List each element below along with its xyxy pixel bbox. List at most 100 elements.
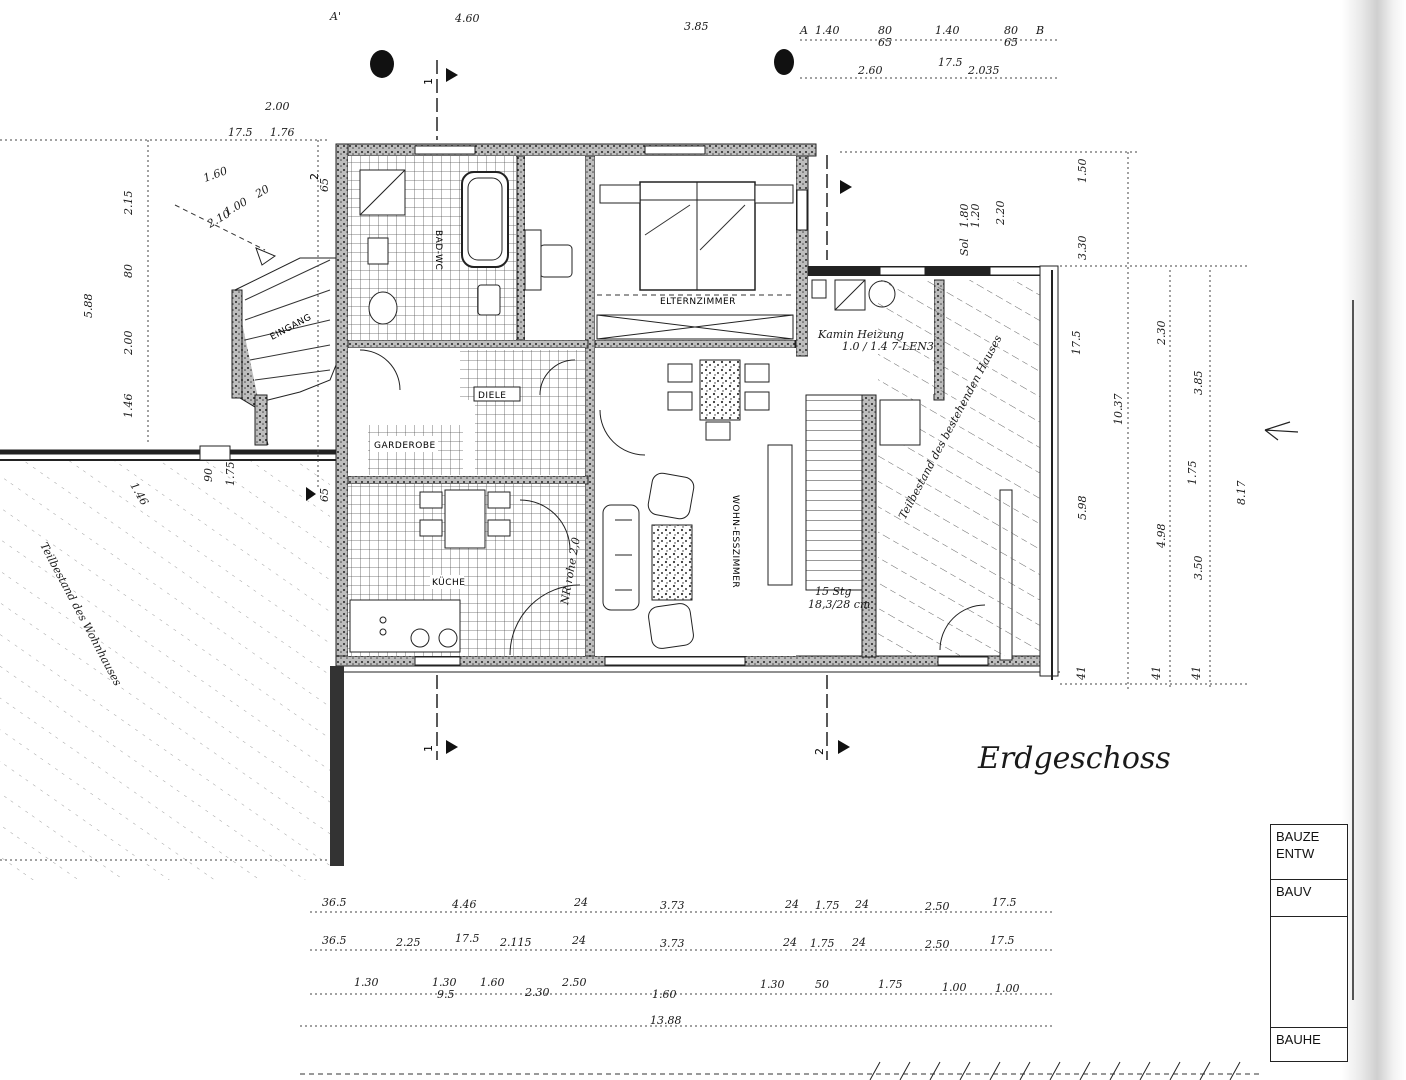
section-mark-bottom-1: 1 <box>422 745 435 752</box>
bottom-r1-1: 4.46 <box>451 898 477 911</box>
right-dim-2: 1.20 <box>969 204 982 229</box>
left-dim-3: 1.60 <box>202 164 229 185</box>
top-dim-row2-2: 17.5 <box>938 56 963 69</box>
right-dimensions: 1.50 1.80 1.20 2.20 Sol 3.30 17.5 2.30 3… <box>840 151 1299 690</box>
existing-building-right: Teilbestand des bestehenden Hauses <box>878 280 1040 656</box>
bottom-r3-4: 2.50 <box>561 976 587 989</box>
top-dim-A: A <box>799 24 808 37</box>
bottom-r2-6: 24 <box>782 936 797 949</box>
left-dim-11: 1.46 <box>122 394 135 419</box>
left-dimensions: 2.00 17.5 1.76 1.60 20 1.00 2.10 2.15 80… <box>82 100 331 508</box>
bottom-r3-1: 1.30 <box>432 976 457 989</box>
living-label: WOHN-ESSZIMMER <box>730 495 740 588</box>
bottom-r3-1-sub: 9.5 <box>437 988 455 1001</box>
bottom-r1-5: 1.75 <box>815 899 840 912</box>
top-dim-4: 80 <box>878 24 892 37</box>
section-mark-top-2: 2 <box>308 173 321 180</box>
title-block-line-2: ENTW <box>1276 846 1315 861</box>
stair-rise: 18,3/28 cm <box>808 598 870 611</box>
left-dim-9: 5.88 <box>82 294 95 319</box>
bathroom: BAD-WC <box>348 156 516 340</box>
bottom-r3-8: 1.75 <box>878 978 903 991</box>
top-dim-B: B <box>1035 24 1044 37</box>
bottom-r2-8: 24 <box>851 936 866 949</box>
bottom-r1-0: 36.5 <box>322 896 347 909</box>
left-dim-14: 1.75 <box>224 462 237 487</box>
kitchen-label: KÜCHE <box>432 577 466 588</box>
section-marks: 1 1 2 2 <box>306 49 852 760</box>
bottom-r2-10: 17.5 <box>990 934 1015 947</box>
bottom-r1-7: 2.50 <box>924 900 950 913</box>
right-dim-16: 41 <box>1150 666 1163 681</box>
bottom-r2-1: 2.25 <box>395 936 421 949</box>
title-block: BAUZE ENTW BAUV BAUHE <box>1270 824 1348 1062</box>
top-dim-4-sub: 65 <box>878 36 892 49</box>
right-dim-3: 2.20 <box>994 201 1007 227</box>
left-dim-7: 2.15 <box>122 191 135 217</box>
hall: DIELE GARDEROBE <box>348 348 585 476</box>
bottom-r2-3: 2.115 <box>499 936 532 949</box>
top-dim-6: 80 <box>1004 24 1018 37</box>
left-dim-15: 65 <box>318 178 331 192</box>
section-mark-bottom-2: 2 <box>813 748 826 755</box>
bottom-r3-2: 1.60 <box>480 976 505 989</box>
top-dim-3: 1.40 <box>815 24 840 37</box>
floor-label: Erdgeschoss <box>977 741 1171 776</box>
closet-room <box>524 156 585 340</box>
existing-building-left: Teilbestand des Wohnhauses <box>0 139 340 880</box>
staircase: 15 Stg 18,3/28 cm <box>767 394 870 611</box>
bottom-r1-8: 17.5 <box>992 896 1017 909</box>
bottom-total: 13.88 <box>650 1014 682 1027</box>
left-dim-4: 20 <box>252 182 271 201</box>
left-dim-1: 17.5 <box>228 126 253 139</box>
hall-label: DIELE <box>478 391 506 401</box>
bottom-r1-6: 24 <box>854 898 869 911</box>
top-dim-row2-1: 2.60 <box>857 64 883 77</box>
title-block-owner: BAUHE <box>1276 1032 1321 1047</box>
stair-steps: 15 Stg <box>815 585 852 598</box>
bottom-r2-0: 36.5 <box>322 934 347 947</box>
left-dim-16: 65 <box>318 488 331 502</box>
right-dim-0: 1.50 <box>1076 159 1089 184</box>
title-block-project: BAUZE ENTW <box>1271 825 1347 880</box>
bottom-r2-7: 1.75 <box>810 937 835 950</box>
right-dim-8: 3.85 <box>1192 371 1205 396</box>
section-mark-top-1: 1 <box>422 78 435 85</box>
bottom-r2-9: 2.50 <box>924 938 950 951</box>
bottom-r3-5: 1.60 <box>652 988 677 1001</box>
kitchen: KÜCHE NR rohe 2,0 <box>348 484 585 656</box>
bedroom: ELTERNZIMMER <box>595 156 796 340</box>
top-dim-2: 3.85 <box>684 20 709 33</box>
bottom-r3-7: 50 <box>815 978 829 991</box>
right-dim-4: Sol <box>958 238 971 256</box>
bottom-r1-2: 24 <box>573 896 588 909</box>
left-dim-0: 2.00 <box>264 100 290 113</box>
right-dim-7: 2.30 <box>1155 321 1168 347</box>
bottom-r3-0: 1.30 <box>354 976 379 989</box>
entrance-porch: EINGANG <box>231 257 339 446</box>
top-dim-5: 1.40 <box>935 24 960 37</box>
bathroom-label: BAD-WC <box>433 230 443 270</box>
bedroom-label: ELTERNZIMMER <box>660 297 736 307</box>
right-dim-1: 1.80 <box>958 204 971 229</box>
bottom-r3-3: 2.30 <box>524 986 550 999</box>
right-dim-13: 8.17 <box>1235 481 1248 506</box>
bottom-r3-6: 1.30 <box>760 978 785 991</box>
bottom-r2-5: 3.73 <box>660 937 685 950</box>
right-dim-14: 1.75 <box>1186 461 1199 486</box>
top-dim-row2-3: 2.035 <box>967 64 1000 77</box>
left-dim-2: 1.76 <box>270 126 295 139</box>
top-dim-6-sub: 65 <box>1004 36 1018 49</box>
right-dim-11: 5.98 <box>1076 496 1089 521</box>
bottom-r3-9: 1.00 <box>942 981 967 994</box>
right-dim-6: 17.5 <box>1070 331 1083 356</box>
bottom-r1-3: 3.73 <box>660 899 685 912</box>
right-dim-10: 4.98 <box>1155 524 1168 550</box>
right-dim-9: 10.37 <box>1112 394 1125 426</box>
paper-edge-line <box>1352 300 1394 1000</box>
living-dining: WOHN-ESSZIMMER <box>595 348 796 656</box>
wardrobe-label: GARDEROBE <box>374 441 436 451</box>
bottom-r3-10: 1.00 <box>995 982 1020 995</box>
bottom-r2-4: 24 <box>571 934 586 947</box>
